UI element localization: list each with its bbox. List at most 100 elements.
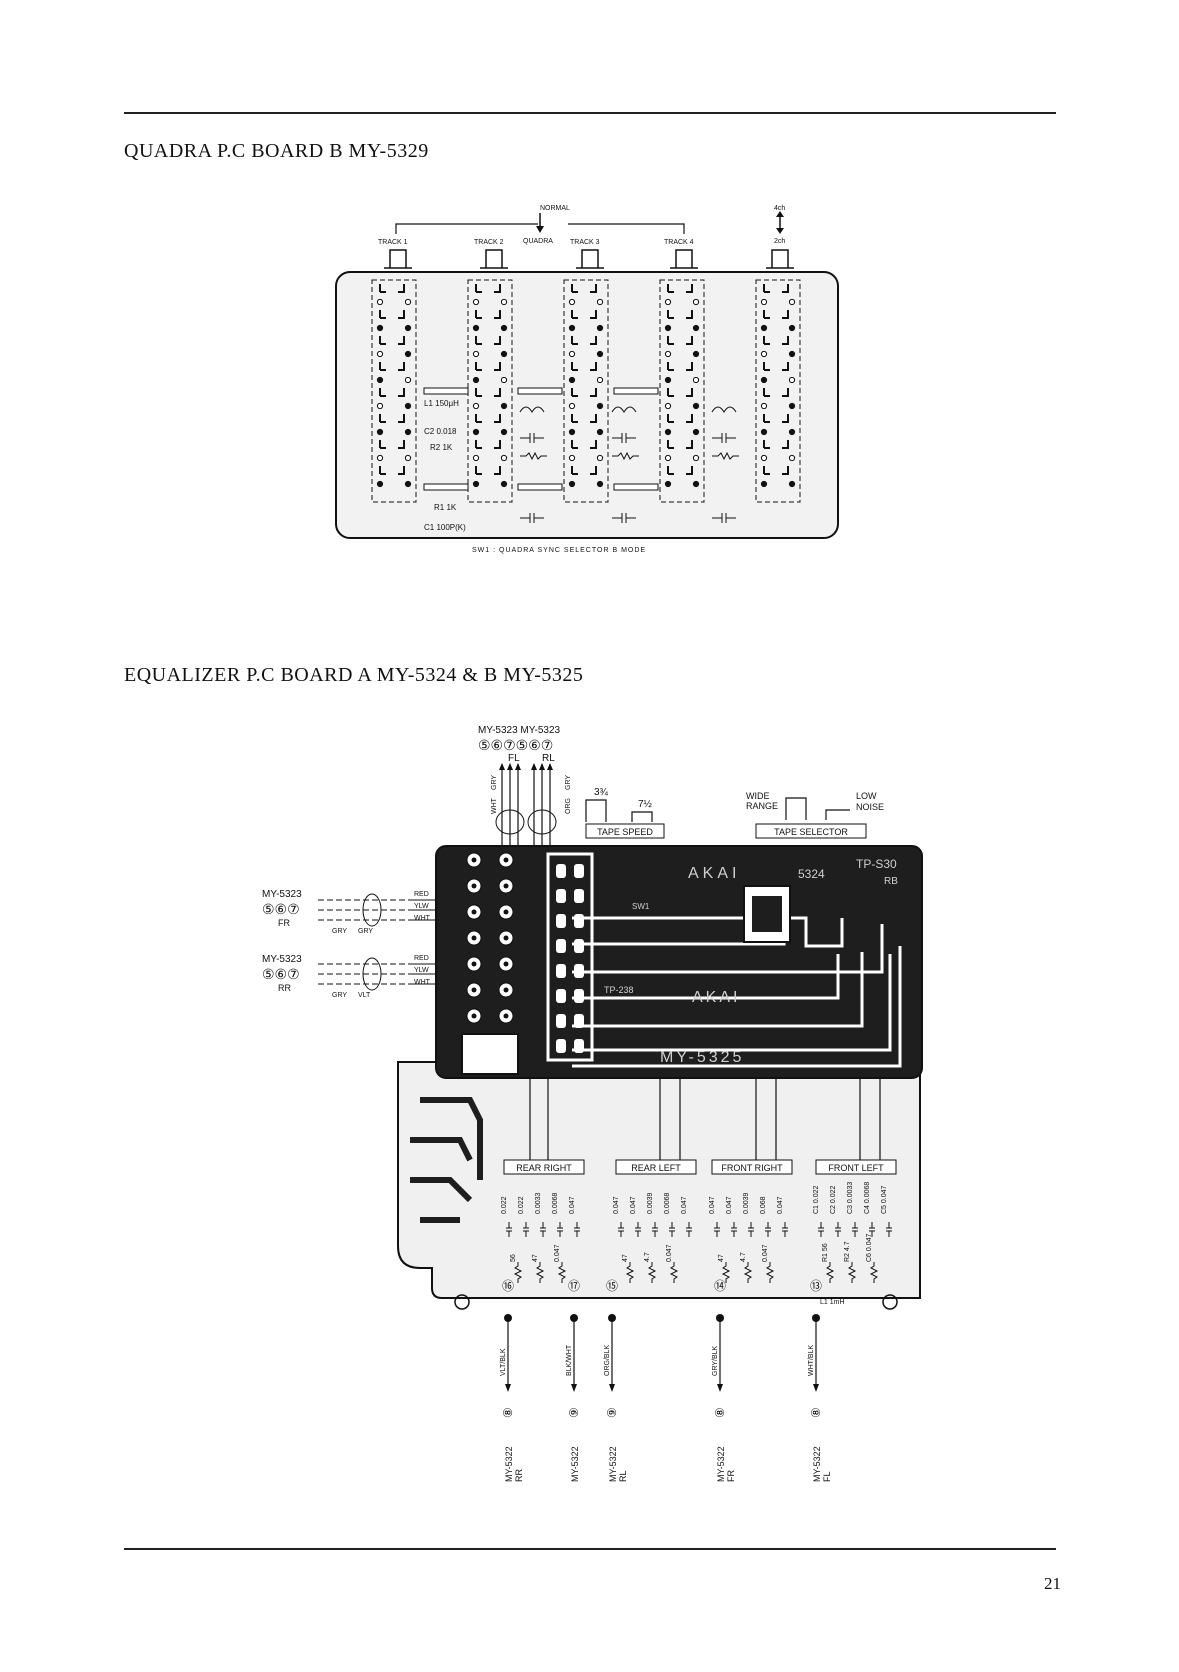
board-pad-hole: [471, 883, 477, 889]
board-b-outline: [397, 1061, 921, 1299]
capacitor-symbol: [618, 1222, 624, 1237]
capacitor-symbol: [520, 433, 544, 443]
switch-contact: [475, 336, 501, 345]
pad-dot: [376, 454, 384, 462]
fr-wires: [318, 899, 412, 921]
switch-pad: [556, 939, 566, 953]
fr-wire-red: RED: [414, 891, 429, 898]
resistor-symbol: [825, 1262, 835, 1283]
akai-top: AKAI: [688, 865, 740, 882]
resistor-symbol: [869, 1262, 879, 1283]
pad-dot: [500, 454, 508, 462]
pad-dot: [376, 376, 384, 384]
terminal-number: ⑮: [606, 1279, 618, 1293]
pad-dot: [596, 376, 604, 384]
pad-dot: [760, 402, 768, 410]
rr-ch: RR: [278, 983, 291, 993]
switch-pad: [556, 964, 566, 978]
switch-contact: [763, 336, 789, 345]
sw1-mark: SW1: [632, 902, 650, 911]
board-pad-hole: [471, 935, 477, 941]
switch-contact: [379, 336, 405, 345]
output-model: MY-5322: [504, 1446, 514, 1482]
mount-hole-left: [454, 1294, 470, 1310]
resistor-symbol: [712, 451, 739, 461]
wire-org: ORG: [565, 798, 572, 814]
switch-pad: [574, 989, 584, 1003]
capacitor-symbol: [635, 1222, 641, 1237]
switch-pad: [556, 864, 566, 878]
capacitor-symbol: [714, 1222, 720, 1237]
pad-dot: [788, 350, 796, 358]
terminal-number: ⑯: [502, 1279, 514, 1293]
output-arrowhead: [609, 1384, 615, 1392]
switch-column: [755, 279, 801, 503]
quadra-bar: [613, 483, 659, 491]
output-wire-color: GRY/BLK: [712, 1345, 719, 1376]
pad-dot: [500, 428, 508, 436]
pad-dot: [596, 350, 604, 358]
channel-box: [615, 1159, 697, 1175]
pad-dot: [596, 298, 604, 306]
board-pad-hole: [503, 935, 509, 941]
capacitor-symbol: [731, 1222, 737, 1237]
pad-dot: [568, 454, 576, 462]
pad-dot: [760, 298, 768, 306]
speed-opt-2: 7½: [638, 799, 653, 810]
rr-wire-wht: WHT: [414, 979, 431, 986]
switch-contact: [667, 284, 693, 293]
pad-dot: [376, 480, 384, 488]
switch-contact: [571, 414, 597, 423]
capacitor-symbol: [852, 1222, 858, 1237]
capacitor-symbol: [712, 433, 736, 443]
resistor-value: 4.7: [740, 1252, 747, 1262]
pad-dot: [404, 454, 412, 462]
fr-ch: FR: [278, 918, 290, 928]
rb-mark: RB: [884, 876, 898, 887]
output-arrowhead: [717, 1384, 723, 1392]
inductor-symbol: [519, 406, 545, 413]
side-connector-fr: MY-5323 ⑤⑥⑦ FR RED YLW WHT GRY GRY: [262, 889, 444, 935]
capacitor-symbol: [712, 513, 736, 523]
pad-dot: [692, 428, 700, 436]
switch-contact: [667, 388, 693, 397]
capacitor-value: 0.0033: [535, 1192, 542, 1214]
tape-speed-label: TAPE SPEED: [597, 827, 653, 837]
switch-contact: [475, 284, 501, 293]
fr-model: MY-5323: [262, 889, 302, 900]
resistor-symbol: [513, 1262, 523, 1283]
pad-dot: [596, 324, 604, 332]
pad-dot: [692, 402, 700, 410]
resistor-value: 0.047: [554, 1244, 561, 1262]
fr-wire-ylw: YLW: [414, 903, 429, 910]
switch-contact: [379, 466, 405, 475]
board-pad-hole: [471, 961, 477, 967]
pad-dot: [404, 480, 412, 488]
resistor-symbol: [765, 1262, 775, 1283]
capacitor-value: 0.022: [518, 1196, 525, 1214]
pad-dot: [500, 402, 508, 410]
board-a-pads: [461, 852, 594, 1075]
terminal-number: ⑰: [568, 1279, 580, 1293]
pad-dot: [692, 376, 700, 384]
shield-right: [527, 809, 557, 835]
pad-dot: [788, 402, 796, 410]
output-arrowhead: [571, 1384, 577, 1392]
switch-contact: [763, 440, 789, 449]
quadra-bar: [613, 387, 659, 395]
capacitor-value: C2 0.022: [830, 1185, 837, 1214]
tape-speed-box: [585, 823, 665, 839]
pad-dot: [692, 298, 700, 306]
l1-inductor-label: L1 1mH: [820, 1299, 845, 1306]
equalizer-heading: EQUALIZER P.C BOARD A MY-5324 & B MY-532…: [124, 664, 584, 686]
capacitor-value: 0.068: [760, 1196, 767, 1214]
pad-dot: [376, 428, 384, 436]
tp-mark: TP-S30: [856, 857, 897, 871]
capacitor-value: 0.0068: [664, 1192, 671, 1214]
pad-dot: [404, 350, 412, 358]
pad-dot: [664, 454, 672, 462]
capacitor-symbol: [612, 433, 636, 443]
pad-dot: [472, 324, 480, 332]
pad-dot: [472, 480, 480, 488]
c2-label: C2 0.018: [424, 427, 457, 436]
